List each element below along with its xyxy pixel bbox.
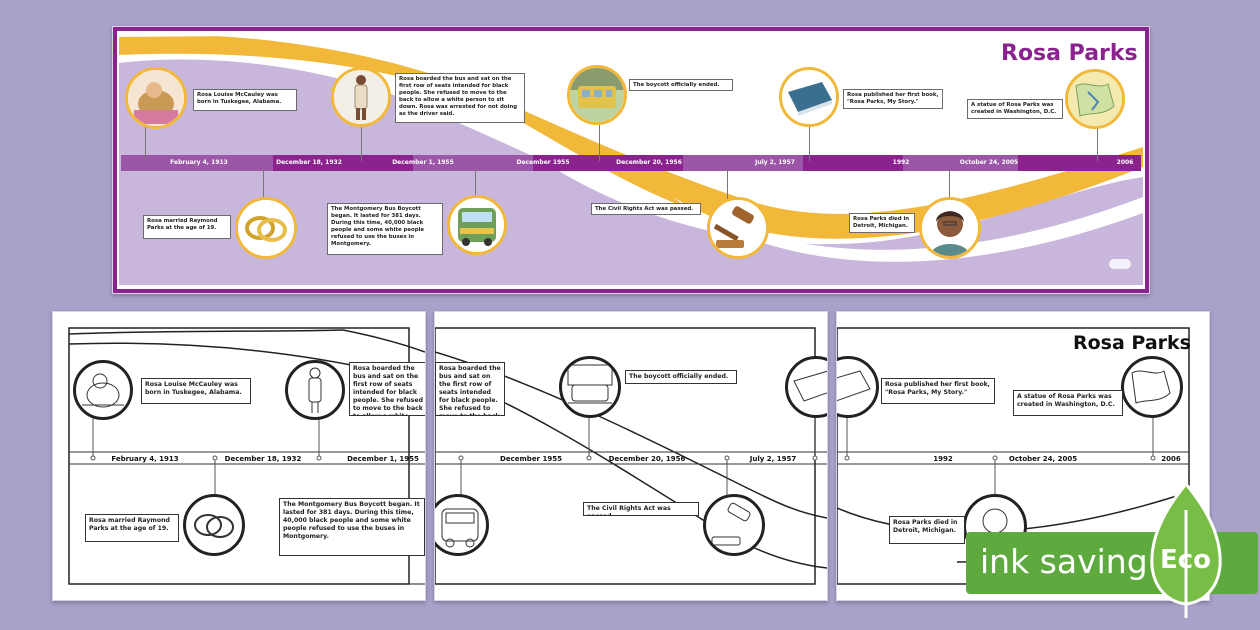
event-civil-rights: The Civil Rights Act was passed. (591, 203, 701, 215)
bw-page-1-lines (68, 327, 425, 585)
timeline-date: February 4, 1913 (170, 159, 228, 166)
event-boycott-began: The Montgomery Bus Boycott began. It las… (327, 203, 443, 255)
color-timeline-banner: Rosa Parks February 4, 1913 December 18,… (112, 26, 1150, 294)
baby-illustration (125, 67, 187, 129)
timeline-stem (361, 127, 362, 161)
street-line-illustration (559, 356, 621, 418)
rosa-portrait-illustration (919, 197, 981, 259)
page-title: Rosa Parks (1001, 41, 1138, 66)
timeline-date: December 1955 (516, 159, 570, 166)
event-statue: A statue of Rosa Parks was created in Wa… (967, 99, 1063, 119)
eco-label: Eco (1160, 545, 1212, 575)
map-illustration (1065, 69, 1125, 129)
timeline-date: December 18, 1932 (224, 455, 302, 463)
ink-saving-label: ink saving (980, 542, 1148, 581)
timeline-date: December 20, 1956 (608, 455, 686, 463)
event-died: Rosa Parks died in Detroit, Michigan. (849, 213, 915, 233)
timeline-stem (263, 169, 264, 201)
timeline-date: December 18, 1932 (276, 159, 342, 166)
timeline-date: February 4, 1913 (111, 455, 179, 463)
timeline-stem (1097, 127, 1098, 161)
green-bus-illustration (447, 195, 507, 255)
event-bus-seat: Rosa boarded the bus and sat on the firs… (435, 362, 505, 416)
timeline-date: October 24, 2005 (1008, 455, 1078, 463)
timeline-date: December 20, 1956 (616, 159, 682, 166)
event-book: Rosa published her first book, "Rosa Par… (843, 89, 943, 109)
rings-line-illustration (183, 494, 245, 556)
wedding-rings-illustration (235, 197, 297, 259)
timeline-date: December 1, 1955 (392, 159, 454, 166)
timeline-stem (809, 127, 810, 161)
event-bus-seat: Rosa boarded the bus and sat on the firs… (395, 73, 525, 123)
gavel-illustration (707, 197, 769, 259)
timeline-date: July 2, 1957 (749, 455, 797, 463)
timeline-date: 2006 (1161, 455, 1181, 463)
baby-line-illustration (73, 360, 133, 420)
book-line-illustration (785, 356, 827, 418)
bw-page-1: February 4, 1913 December 18, 1932 Decem… (52, 311, 426, 601)
event-civil-rights: The Civil Rights Act was passed. (583, 502, 699, 516)
eco-leaf-icon (1150, 481, 1222, 618)
timeline-stem (949, 169, 950, 201)
bus-line-illustration (435, 494, 489, 556)
banner-background (113, 27, 1149, 293)
event-boycott-ended: The boycott officially ended. (629, 79, 733, 91)
event-died: Rosa Parks died in Detroit, Michigan. (889, 516, 965, 544)
event-boycott-ended: The boycott officially ended. (625, 370, 737, 384)
bw-page-2: December 1955 December 20, 1956 July 2, … (434, 311, 828, 601)
event-book: Rosa published her first book, "Rosa Par… (881, 378, 995, 404)
timeline-date: 1992 (892, 159, 910, 166)
timeline-stem (599, 123, 600, 161)
timeline-stem (727, 169, 728, 199)
rosa-standing-illustration (331, 67, 391, 127)
map-line-illustration (1121, 356, 1183, 418)
book-illustration (779, 67, 839, 127)
page-title: Rosa Parks (1073, 332, 1191, 354)
event-married: Rosa married Raymond Parks at the age of… (143, 215, 231, 239)
gavel-line-illustration (703, 494, 765, 556)
bus-street-illustration (567, 65, 627, 125)
event-statue: A statue of Rosa Parks was created in Wa… (1013, 390, 1123, 416)
timeline-stem (145, 127, 146, 161)
timeline-date: October 24, 2005 (959, 159, 1019, 166)
timeline-date: 2006 (1116, 159, 1134, 166)
event-born: Rosa Louise McCauley was born in Tuskege… (141, 378, 251, 404)
event-bus-seat: Rosa boarded the bus and sat on the firs… (349, 362, 425, 416)
timeline-date: December 1955 (500, 455, 562, 463)
timeline-date: July 2, 1957 (755, 159, 795, 166)
rosa-standing-line-illustration (285, 360, 345, 420)
timeline-date: December 1, 1955 (347, 455, 419, 463)
event-boycott-began: The Montgomery Bus Boycott began. It las… (279, 498, 425, 556)
timeline-date: 1992 (933, 455, 953, 463)
timeline-stem (475, 169, 476, 201)
event-married: Rosa married Raymond Parks at the age of… (85, 514, 179, 542)
event-born: Rosa Louise McCauley was born in Tuskege… (193, 89, 297, 111)
